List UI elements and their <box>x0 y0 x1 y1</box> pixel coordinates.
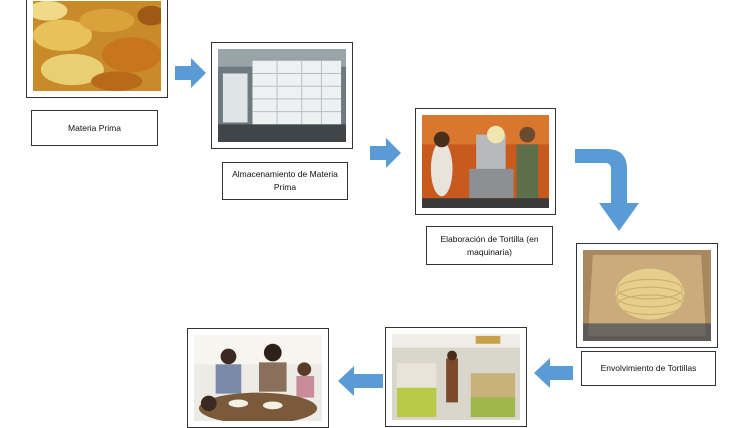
wrapped-tortillas-photo <box>576 243 718 348</box>
arrow-curved-down-icon <box>575 149 639 231</box>
tortilla-machine-photo <box>415 108 556 215</box>
family-dinner-photo <box>187 328 329 428</box>
step-label-envolvimiento: Envolvimiento de Tortillas <box>581 351 716 386</box>
arrow-right-icon <box>175 58 206 88</box>
step-label-materia-prima: Materia Prima <box>31 110 158 146</box>
arrow-right-icon <box>370 138 401 168</box>
arrow-left-icon <box>534 358 573 388</box>
warehouse-sacks-photo <box>211 42 353 149</box>
arrow-left-icon <box>338 366 383 396</box>
corn-photo <box>26 0 168 98</box>
step-label-elaboracion: Elaboración de Tortilla (en maquinaria) <box>426 226 553 265</box>
step-label-almacenamiento: Almacenamiento de Materia Prima <box>222 162 348 200</box>
tortilleria-shop-photo <box>385 327 527 427</box>
